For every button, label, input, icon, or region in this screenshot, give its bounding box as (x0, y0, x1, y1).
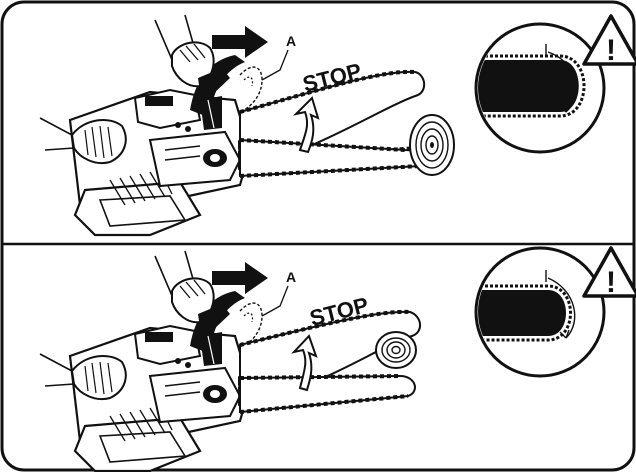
panel-top: STOP A ! (38, 13, 636, 237)
curved-arrow-up-icon (292, 96, 320, 154)
callout-label-a: A (286, 33, 296, 49)
warning-symbol: ! (606, 266, 616, 299)
log-top (409, 114, 455, 176)
warning-symbol: ! (606, 34, 616, 67)
panel-bottom: STOP A ! (38, 246, 636, 472)
inset-detail-bottom (474, 246, 606, 378)
callout-label-a: A (286, 269, 296, 285)
warning-triangle-icon: ! (582, 246, 636, 299)
warning-triangle-icon: ! (582, 14, 636, 67)
log-bottom (375, 331, 417, 369)
guide-bar-bottom (239, 309, 421, 414)
inset-detail-top (474, 22, 606, 154)
curved-arrow-up-icon (291, 334, 318, 392)
guide-bar-top (239, 69, 426, 178)
